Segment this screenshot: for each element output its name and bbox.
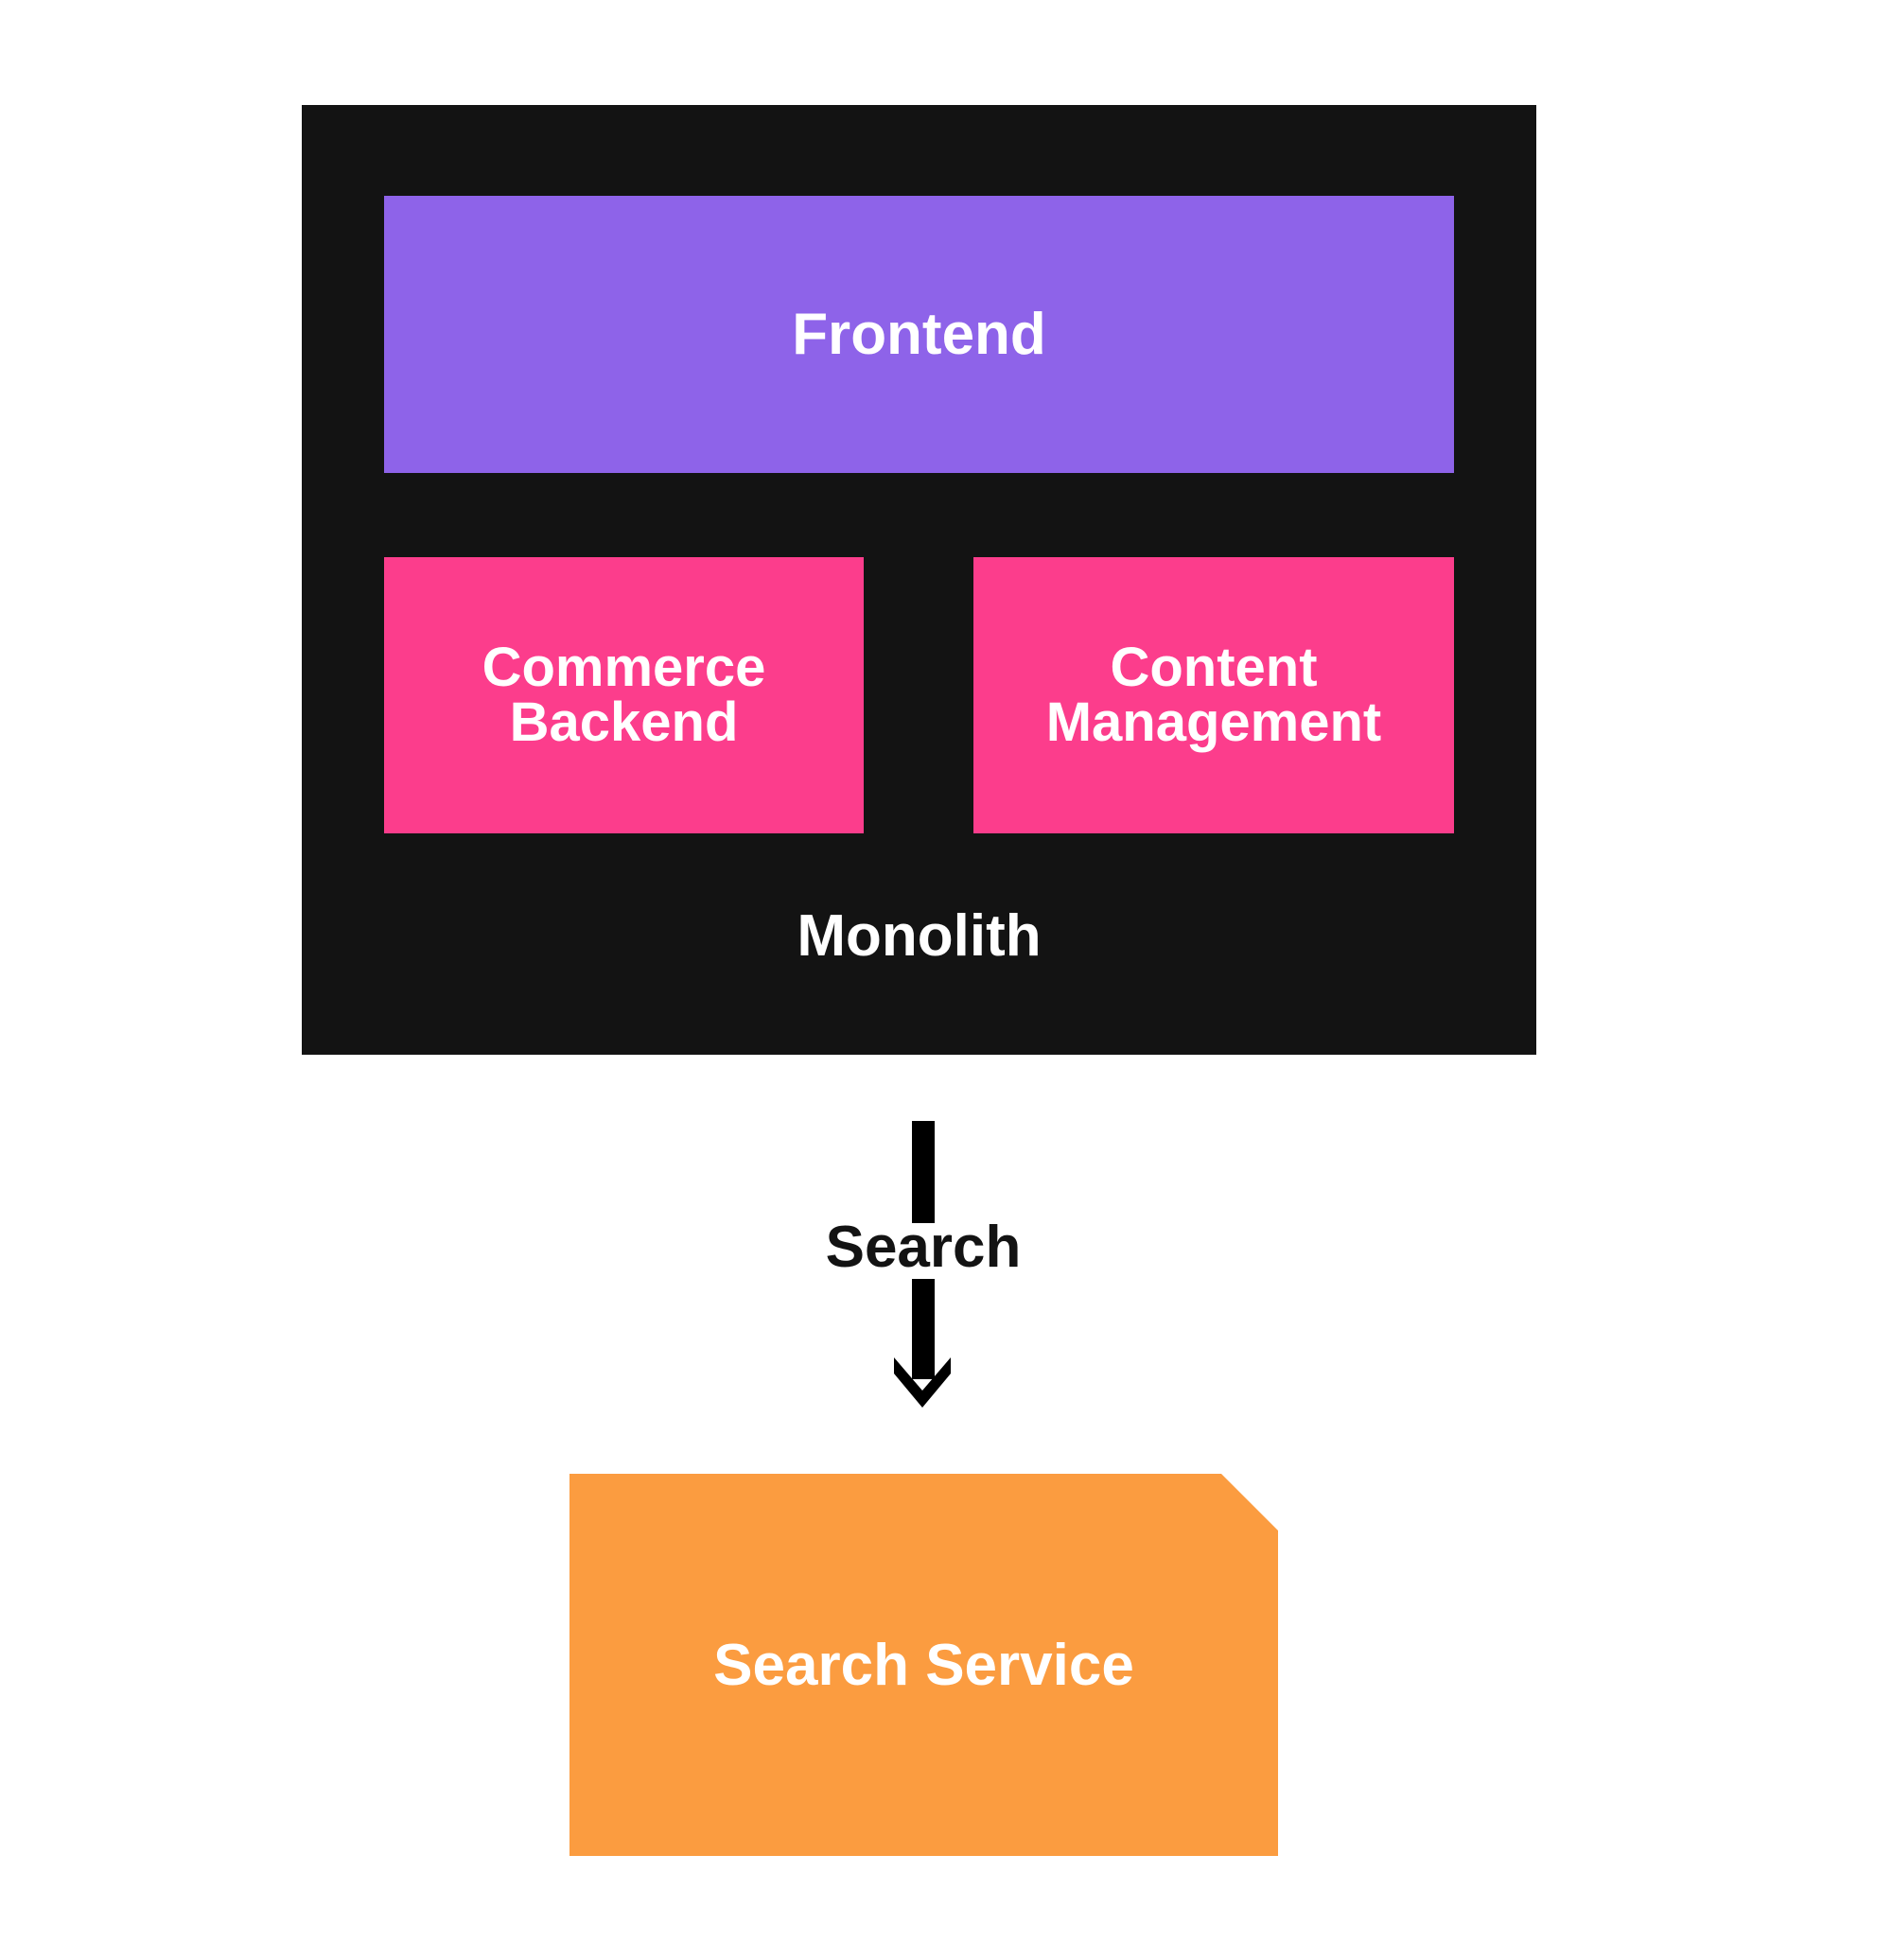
search-service-label: Search Service: [713, 1632, 1134, 1698]
monolith-label: Monolith: [797, 902, 1042, 969]
frontend-label: Frontend: [792, 302, 1046, 367]
search-arrow-label: Search: [825, 1214, 1022, 1280]
content-management-box: Content Management: [973, 557, 1454, 833]
arrow-shaft-top: [912, 1121, 935, 1223]
arrow-shaft-bottom: [912, 1279, 935, 1379]
frontend-box: Frontend: [384, 196, 1454, 473]
commerce-backend-label: Commerce Backend: [482, 637, 766, 753]
content-management-label: Content Management: [1045, 637, 1382, 753]
search-service-box: Search Service: [569, 1474, 1278, 1856]
arrow-down-icon: [894, 1357, 951, 1408]
monolith-container: Frontend Commerce Backend Content Manage…: [302, 105, 1536, 1055]
commerce-backend-box: Commerce Backend: [384, 557, 864, 833]
